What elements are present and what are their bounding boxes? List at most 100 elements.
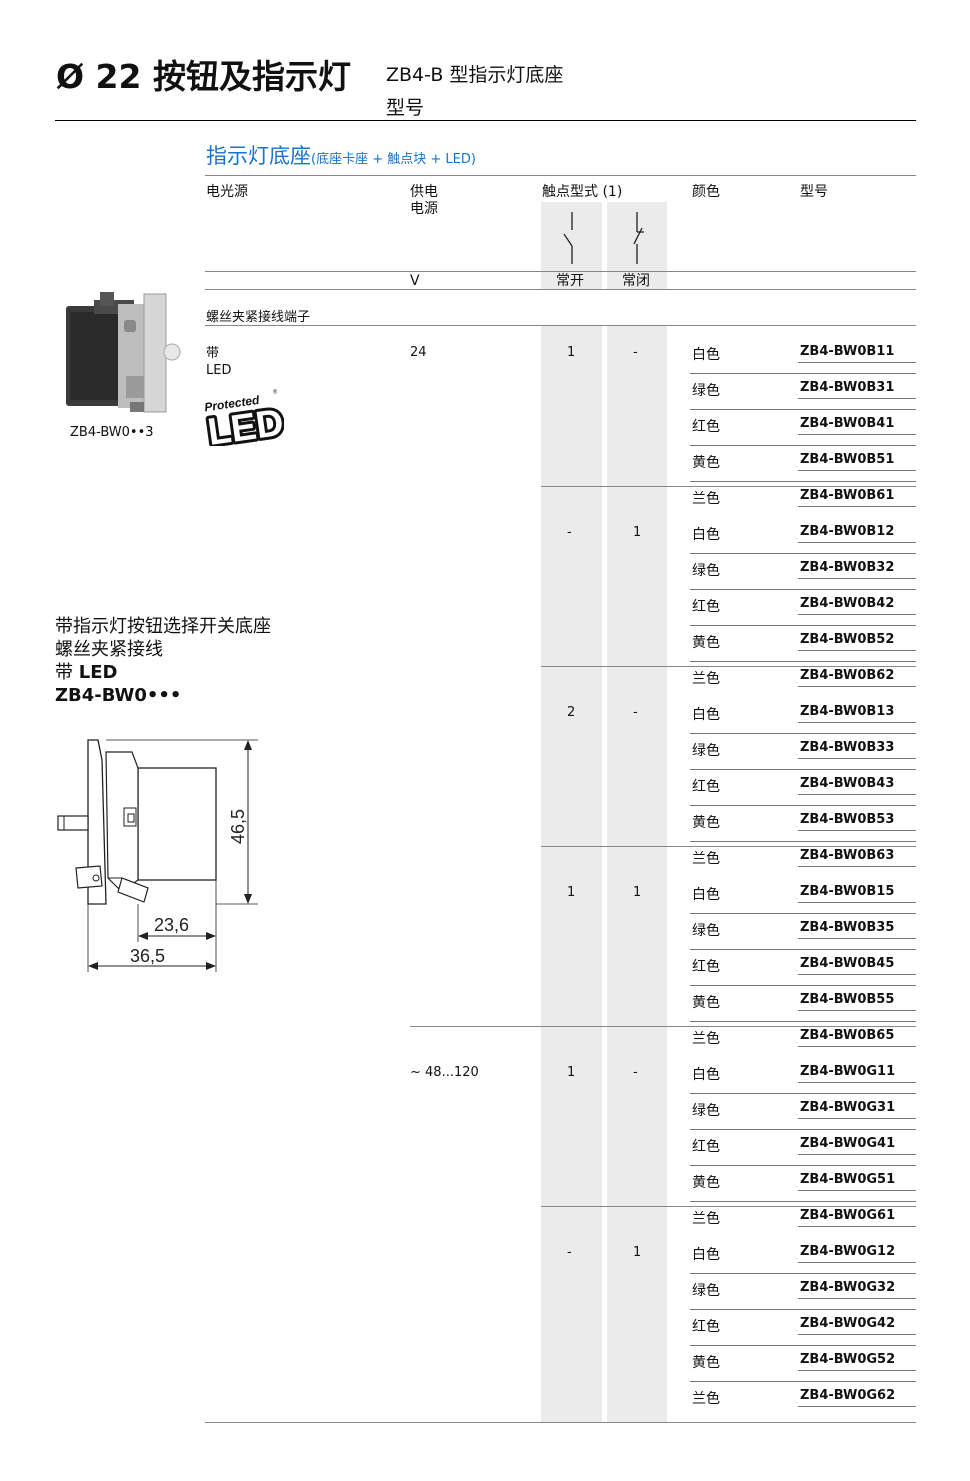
- color-label: 黄色: [692, 995, 720, 1011]
- reference-number: ZB4-BW0B12: [800, 524, 895, 539]
- reference-number: ZB4-BW0B62: [800, 668, 895, 683]
- description-line3: 带 LED: [55, 661, 271, 684]
- color-label: 白色: [692, 347, 720, 363]
- col-header-contact-type: 触点型式 (1): [542, 184, 623, 200]
- dimension-height-label: 46,5: [228, 809, 248, 844]
- page-subtitle-type: 型号: [386, 97, 425, 119]
- reference-number: ZB4-BW0B45: [800, 956, 895, 971]
- dimension-drawing: 46,5 23,6 36,5: [57, 739, 258, 972]
- col-header-color: 颜色: [692, 184, 720, 200]
- group-divider: [541, 846, 916, 847]
- reference-underline: [798, 686, 916, 687]
- page-subtitle: ZB4-B 型指示灯底座: [386, 64, 564, 86]
- reference-number: ZB4-BW0B61: [800, 488, 895, 503]
- color-label: 兰色: [692, 671, 720, 687]
- reference-number: ZB4-BW0B42: [800, 596, 895, 611]
- reference-underline: [798, 542, 916, 543]
- row-divider: [690, 445, 916, 446]
- section-title-main: 指示灯底座: [206, 144, 311, 168]
- row-divider: [690, 985, 916, 986]
- supply-voltage: ~ 48...120: [410, 1065, 479, 1080]
- color-label: 兰色: [692, 1391, 720, 1407]
- reference-number: ZB4-BW0B33: [800, 740, 895, 755]
- description-line3-prefix: 带: [55, 662, 73, 683]
- color-label: 红色: [692, 959, 720, 975]
- reference-underline: [798, 650, 916, 651]
- table-bottom-rule: [205, 1422, 916, 1423]
- group-divider: [410, 1026, 916, 1027]
- reference-number: ZB4-BW0B43: [800, 776, 895, 791]
- nc-contact-count: 1: [633, 1245, 642, 1260]
- no-contact-count: -: [567, 525, 572, 540]
- color-label: 白色: [692, 1247, 720, 1263]
- row-divider: [690, 661, 916, 662]
- connection-type-label: 螺丝夹紧接线端子: [206, 310, 311, 325]
- reference-underline: [798, 1082, 916, 1083]
- reference-number: ZB4-BW0G61: [800, 1208, 896, 1223]
- product-photo: [66, 292, 181, 413]
- row-divider: [690, 409, 916, 410]
- row-divider: [690, 1309, 916, 1310]
- reference-number: ZB4-BW0G12: [800, 1244, 896, 1259]
- reference-number: ZB4-BW0B41: [800, 416, 895, 431]
- nc-column-shade: [607, 325, 667, 1423]
- reference-underline: [798, 1046, 916, 1047]
- reference-number: ZB4-BW0B65: [800, 1028, 895, 1043]
- reference-underline: [798, 1226, 916, 1227]
- reference-number: ZB4-BW0B31: [800, 380, 895, 395]
- color-label: 白色: [692, 1067, 720, 1083]
- protected-led-logo: Protected ® LED LED: [204, 388, 284, 446]
- header-divider: [55, 120, 916, 121]
- row-divider: [690, 1021, 916, 1022]
- nc-contact-count: -: [633, 345, 638, 360]
- nc-contact-count: 1: [633, 885, 642, 900]
- row-divider: [690, 805, 916, 806]
- reference-underline: [798, 758, 916, 759]
- color-label: 绿色: [692, 923, 720, 939]
- nc-contact-count: -: [633, 1065, 638, 1080]
- color-label: 白色: [692, 707, 720, 723]
- reference-underline: [798, 1370, 916, 1371]
- reference-number: ZB4-BW0B63: [800, 848, 895, 863]
- page-title: Ø 22 按钮及指示灯: [56, 57, 351, 96]
- color-label: 红色: [692, 1139, 720, 1155]
- row-divider: [690, 733, 916, 734]
- row-divider: [690, 1093, 916, 1094]
- dimension-inner-depth-label: 23,6: [154, 915, 189, 935]
- subheader-normally-closed: 常闭: [622, 273, 650, 289]
- reference-number: ZB4-BW0B55: [800, 992, 895, 1007]
- nc-contact-count: -: [633, 705, 638, 720]
- col-header-supply-line2: 电源: [410, 201, 438, 217]
- color-label: 黄色: [692, 1175, 720, 1191]
- reference-underline: [798, 1406, 916, 1407]
- row-divider: [690, 913, 916, 914]
- reference-underline: [798, 578, 916, 579]
- color-label: 绿色: [692, 563, 720, 579]
- subheader-normally-open: 常开: [556, 273, 584, 289]
- no-contact-symbol-icon: [563, 212, 573, 264]
- no-contact-count: 1: [567, 345, 576, 360]
- reference-underline: [798, 506, 916, 507]
- reference-number: ZB4-BW0B15: [800, 884, 895, 899]
- section-title-note: (底座卡座 + 触点块 + LED): [311, 152, 476, 167]
- group-divider: [541, 486, 916, 487]
- color-label: 兰色: [692, 1211, 720, 1227]
- reference-underline: [798, 1118, 916, 1119]
- reference-underline: [798, 1190, 916, 1191]
- reference-underline: [798, 794, 916, 795]
- color-label: 红色: [692, 1319, 720, 1335]
- reference-underline: [798, 722, 916, 723]
- product-description: 带指示灯按钮选择开关底座 螺丝夹紧接线 带 LED ZB4-BW0•••: [55, 615, 271, 707]
- reference-underline: [798, 398, 916, 399]
- reference-underline: [798, 902, 916, 903]
- reference-number: ZB4-BW0G32: [800, 1280, 896, 1295]
- color-label: 黄色: [692, 815, 720, 831]
- row-divider: [690, 589, 916, 590]
- reference-underline: [798, 1298, 916, 1299]
- reference-underline: [798, 614, 916, 615]
- group-divider: [541, 1206, 916, 1207]
- reference-underline: [798, 434, 916, 435]
- row-divider: [690, 841, 916, 842]
- reference-number: ZB4-BW0B52: [800, 632, 895, 647]
- reference-underline: [798, 1334, 916, 1335]
